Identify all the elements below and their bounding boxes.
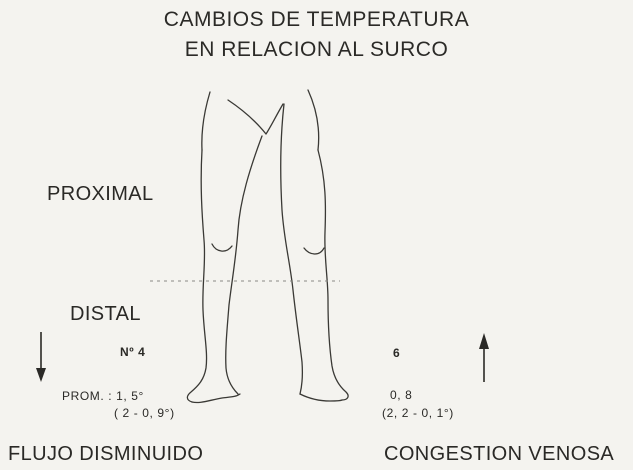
right-average-value: 0, 8 [390, 388, 412, 402]
left-hip-outline [202, 92, 210, 150]
left-case-number: Nº 4 [120, 345, 145, 359]
right-caption: CONGESTION VENOSA [384, 443, 614, 466]
right-foot-outline [300, 394, 342, 401]
left-leg-outer-outline [187, 150, 206, 402]
right-range-value: (2, 2 - 0, 1°) [382, 406, 454, 420]
arrow-down-icon [36, 332, 46, 382]
left-caption: FLUJO DISMINUIDO [8, 443, 203, 466]
proximal-label: PROXIMAL [47, 183, 154, 206]
right-leg-outer-outline [318, 150, 348, 400]
crotch-outline [228, 100, 283, 134]
distal-label: DISTAL [70, 303, 141, 326]
left-foot-outline [192, 394, 240, 403]
left-knee-detail [212, 244, 232, 251]
right-hip-outline [308, 90, 319, 150]
right-leg-inner-outline [281, 104, 303, 394]
right-knee-detail [304, 248, 324, 254]
left-leg-inner-outline [226, 136, 262, 394]
left-average-value: PROM. : 1, 5° [62, 389, 144, 403]
arrow-up-icon [479, 333, 489, 382]
right-case-number: 6 [393, 346, 400, 360]
left-range-value: ( 2 - 0, 9°) [114, 406, 175, 420]
